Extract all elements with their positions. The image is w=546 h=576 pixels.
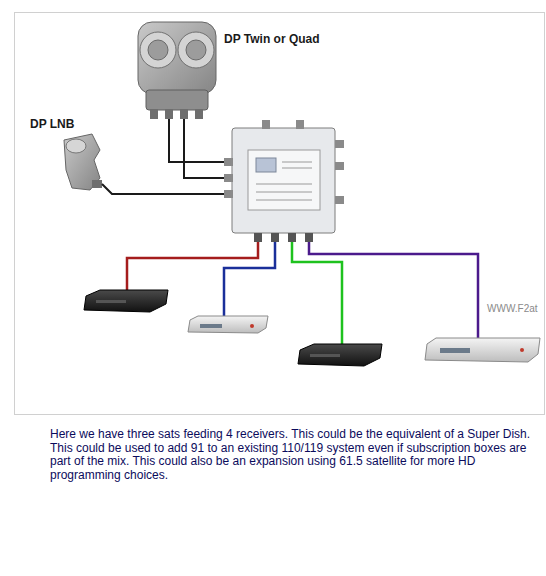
purple-cable (309, 242, 478, 340)
receiver-led (250, 324, 254, 328)
receiver-box (298, 344, 382, 366)
panel-line (256, 192, 312, 193)
input-port (224, 158, 233, 166)
receiver-3 (298, 344, 382, 366)
multiswitch (224, 120, 344, 242)
feed-horn-center (148, 40, 168, 60)
caption: Here we have three sats feeding 4 receiv… (50, 428, 540, 482)
node-label: DP LNB (30, 117, 75, 131)
coax-cable (102, 184, 226, 194)
input-port (224, 174, 233, 182)
f-connector (180, 109, 188, 119)
switch-logo (256, 158, 276, 172)
panel-line (282, 162, 312, 163)
green-cable (292, 242, 342, 346)
receiver-display (200, 324, 222, 328)
receiver-display (440, 348, 470, 353)
output-port (271, 233, 279, 242)
watermark: WWW.F2at (486, 303, 539, 314)
coax-cable (184, 119, 226, 178)
feed-horn (178, 32, 214, 68)
receiver-4 (425, 338, 540, 362)
f-connector (92, 180, 102, 188)
input-port (224, 190, 233, 198)
input-port (262, 120, 270, 129)
blue-cable (224, 242, 275, 318)
f-connector (165, 109, 173, 119)
input-port (296, 120, 304, 129)
lnb-base (146, 90, 208, 110)
node-label: DP Twin or Quad (224, 32, 320, 46)
frame (15, 13, 545, 415)
receiver-cables (127, 242, 478, 346)
lnb-housing (138, 22, 216, 94)
panel-line (256, 184, 312, 185)
input-port (335, 162, 344, 170)
receiver-display (310, 354, 340, 357)
feed-horn (66, 139, 86, 153)
coax-cable (102, 119, 226, 194)
feed-horn (140, 32, 176, 68)
input-port (335, 196, 344, 204)
receiver-1 (84, 290, 168, 312)
receiver-box (84, 290, 168, 312)
switch-housing (232, 128, 335, 233)
panel-line (256, 200, 312, 201)
coax-cable (169, 119, 226, 162)
receiver-display (96, 300, 126, 303)
receiver-2 (188, 316, 268, 333)
lnb-label: DP LNB (28, 115, 77, 133)
feed-horn-center (186, 40, 206, 60)
f-connector (150, 109, 158, 119)
receiver-box (188, 316, 268, 333)
receiver-box (425, 338, 540, 362)
output-port (305, 233, 313, 242)
input-port (335, 140, 344, 148)
output-port (254, 233, 262, 242)
single-lnb (64, 134, 102, 190)
f-connector (195, 109, 203, 119)
quad-lnb (138, 22, 216, 119)
receiver-led (520, 348, 524, 352)
panel-line (282, 168, 312, 169)
output-port (288, 233, 296, 242)
switch-panel (248, 150, 320, 210)
lnb-label: DP Twin or Quad (222, 30, 322, 48)
